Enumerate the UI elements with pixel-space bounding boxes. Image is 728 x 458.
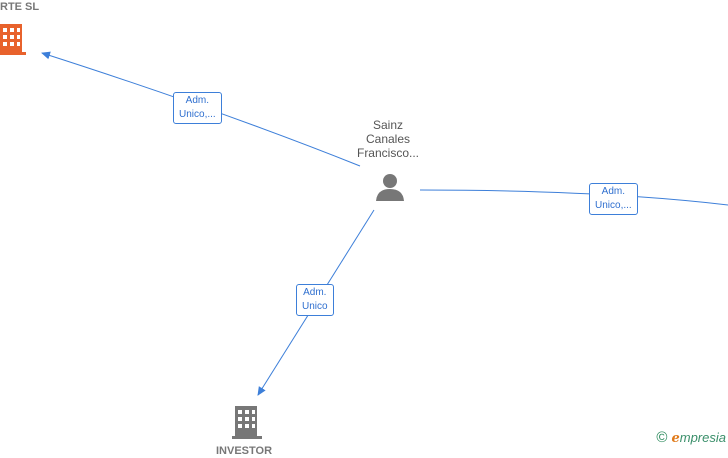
brand-logo-e: e <box>671 431 680 446</box>
building-icon[interactable] <box>0 22 28 56</box>
edge-label-top-company[interactable]: Adm. Unico,... <box>173 92 222 124</box>
person-label[interactable]: Sainz Canales Francisco... <box>356 118 419 160</box>
bottom-company-label[interactable]: INVESTOR <box>216 445 273 457</box>
edge-label-right-company[interactable]: Adm. Unico,... <box>589 183 638 215</box>
empresia-brand: ©empresia <box>656 429 726 446</box>
building-icon[interactable] <box>231 404 263 440</box>
edge-to-right-company <box>419 189 728 206</box>
brand-name: mpresia <box>679 430 726 445</box>
edge-label-bottom-company[interactable]: Adm. Unico <box>296 284 334 316</box>
person-icon[interactable] <box>374 172 406 202</box>
top-company-label[interactable]: RTE SL <box>0 1 40 13</box>
copyright-symbol: © <box>656 429 668 446</box>
